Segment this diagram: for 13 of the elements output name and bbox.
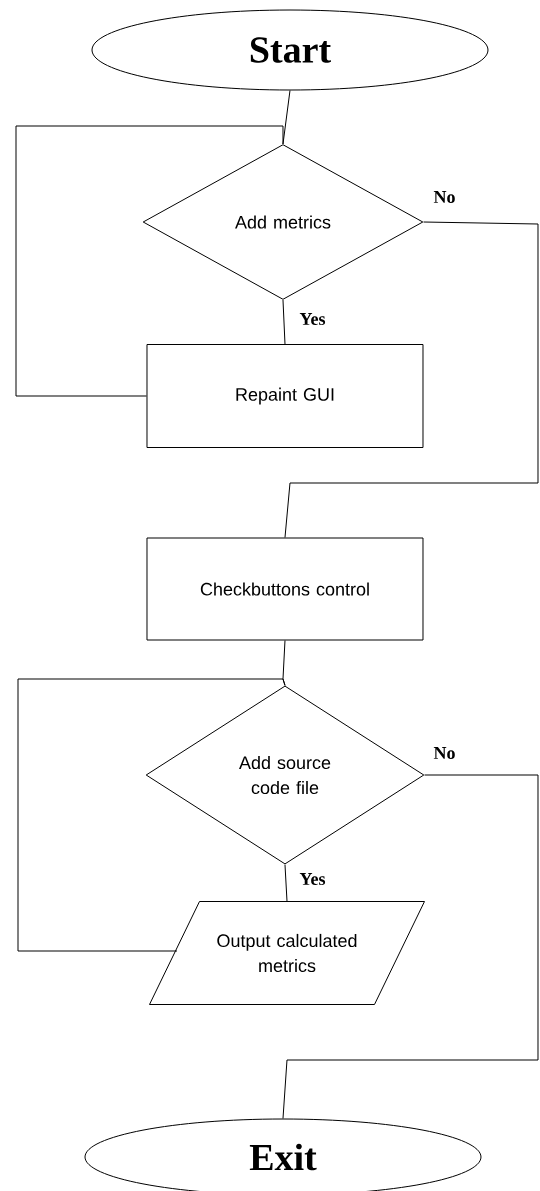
edge-label: Yes: [298, 312, 327, 326]
connector: [17, 678, 286, 952]
connector: [282, 774, 539, 1119]
connector: [284, 221, 539, 538]
output-parallelogram: Output calculated metrics: [149, 901, 425, 1005]
connector: [282, 299, 286, 345]
edge-label: No: [432, 746, 457, 760]
process-box: Checkbuttons control: [146, 537, 424, 641]
edge-label: Yes: [298, 872, 327, 886]
connector: [15, 125, 284, 397]
process-box: Repaint GUI: [146, 344, 424, 448]
edge-label: No: [432, 190, 457, 204]
connector: [284, 864, 288, 902]
